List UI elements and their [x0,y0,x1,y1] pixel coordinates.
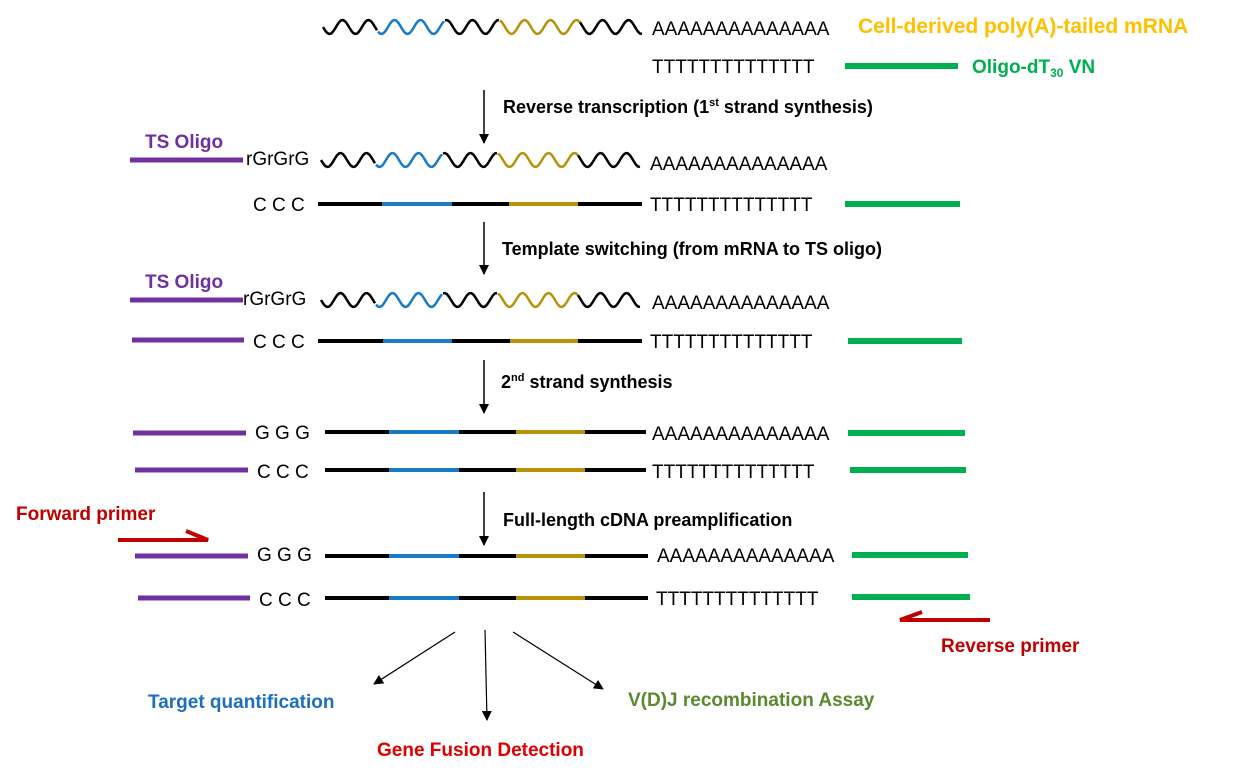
oligo-dt-label: Oligo-dT30 VN [972,57,1095,80]
poly-a-tail: AAAAAAAAAAAAAA [652,293,830,314]
ccc-sequence: C C C [257,462,309,483]
ccc-sequence: C C C [253,332,305,353]
mrna-wave-segment [578,18,643,36]
forward-primer-label: Forward primer [16,504,156,525]
poly-a-tail: AAAAAAAAAAAAAA [657,546,835,567]
reverse-primer-label: Reverse primer [941,636,1080,657]
mrna-wave-segment [497,291,579,309]
mrna-wave-segment [319,151,377,169]
application-arrow [512,631,604,690]
poly-a-tail: AAAAAAAAAAAAAA [650,154,828,175]
reverse-primer-arrow [899,610,990,622]
mrna-wave-segment [319,291,377,309]
ggg-sequence: G G G [255,423,310,444]
mrna-wave-segment [576,151,641,169]
step-second-strand: 2nd strand synthesis [501,372,673,392]
step-template-switching: Template switching (from mRNA to TS olig… [502,239,882,259]
mrna-wave-segment [321,18,379,36]
gene-fusion-detection-label: Gene Fusion Detection [377,740,584,761]
mrna-wave-segment [375,151,443,169]
application-arrow [373,631,456,685]
ts-oligo-label: TS Oligo [145,132,223,153]
poly-t-sequence: TTTTTTTTTTTTTT [652,57,815,78]
rgrgrg-sequence: rGrGrG [246,149,309,170]
mrna-wave-segment [375,291,443,309]
diagram-title: Cell-derived poly(A)-tailed mRNA [858,15,1188,38]
poly-t-sequence: TTTTTTTTTTTTTT [652,462,815,483]
mrna-wave-segment [444,18,500,36]
step-preamplification: Full-length cDNA preamplification [503,510,792,530]
mrna-wave-segment [442,151,498,169]
mrna-strand-wavy [319,151,641,169]
mrna-strand-wavy [321,18,643,36]
ccc-sequence: C C C [253,195,305,216]
ccc-sequence: C C C [259,590,311,611]
mrna-wave-segment [576,291,641,309]
mrna-wave-segment [442,291,498,309]
step-reverse-transcription: Reverse transcription (1st strand synthe… [503,97,873,117]
ggg-sequence: G G G [257,545,312,566]
poly-t-sequence: TTTTTTTTTTTTTT [650,195,813,216]
mrna-wave-segment [499,18,581,36]
poly-t-sequence: TTTTTTTTTTTTTT [650,332,813,353]
target-quantification-label: Target quantification [148,692,334,713]
vdj-assay-label: V(D)J recombination Assay [628,690,875,711]
poly-a-tail: AAAAAAAAAAAAAA [652,424,830,445]
poly-t-sequence: TTTTTTTTTTTTTT [656,589,819,610]
application-arrow [481,629,492,721]
forward-primer-arrow [118,529,209,542]
ts-oligo-label: TS Oligo [145,272,223,293]
mrna-wave-segment [377,18,445,36]
rgrgrg-sequence: rGrGrG [243,289,306,310]
poly-a-tail: AAAAAAAAAAAAAA [652,19,830,40]
mrna-strand-wavy [319,291,641,309]
mrna-wave-segment [497,151,579,169]
